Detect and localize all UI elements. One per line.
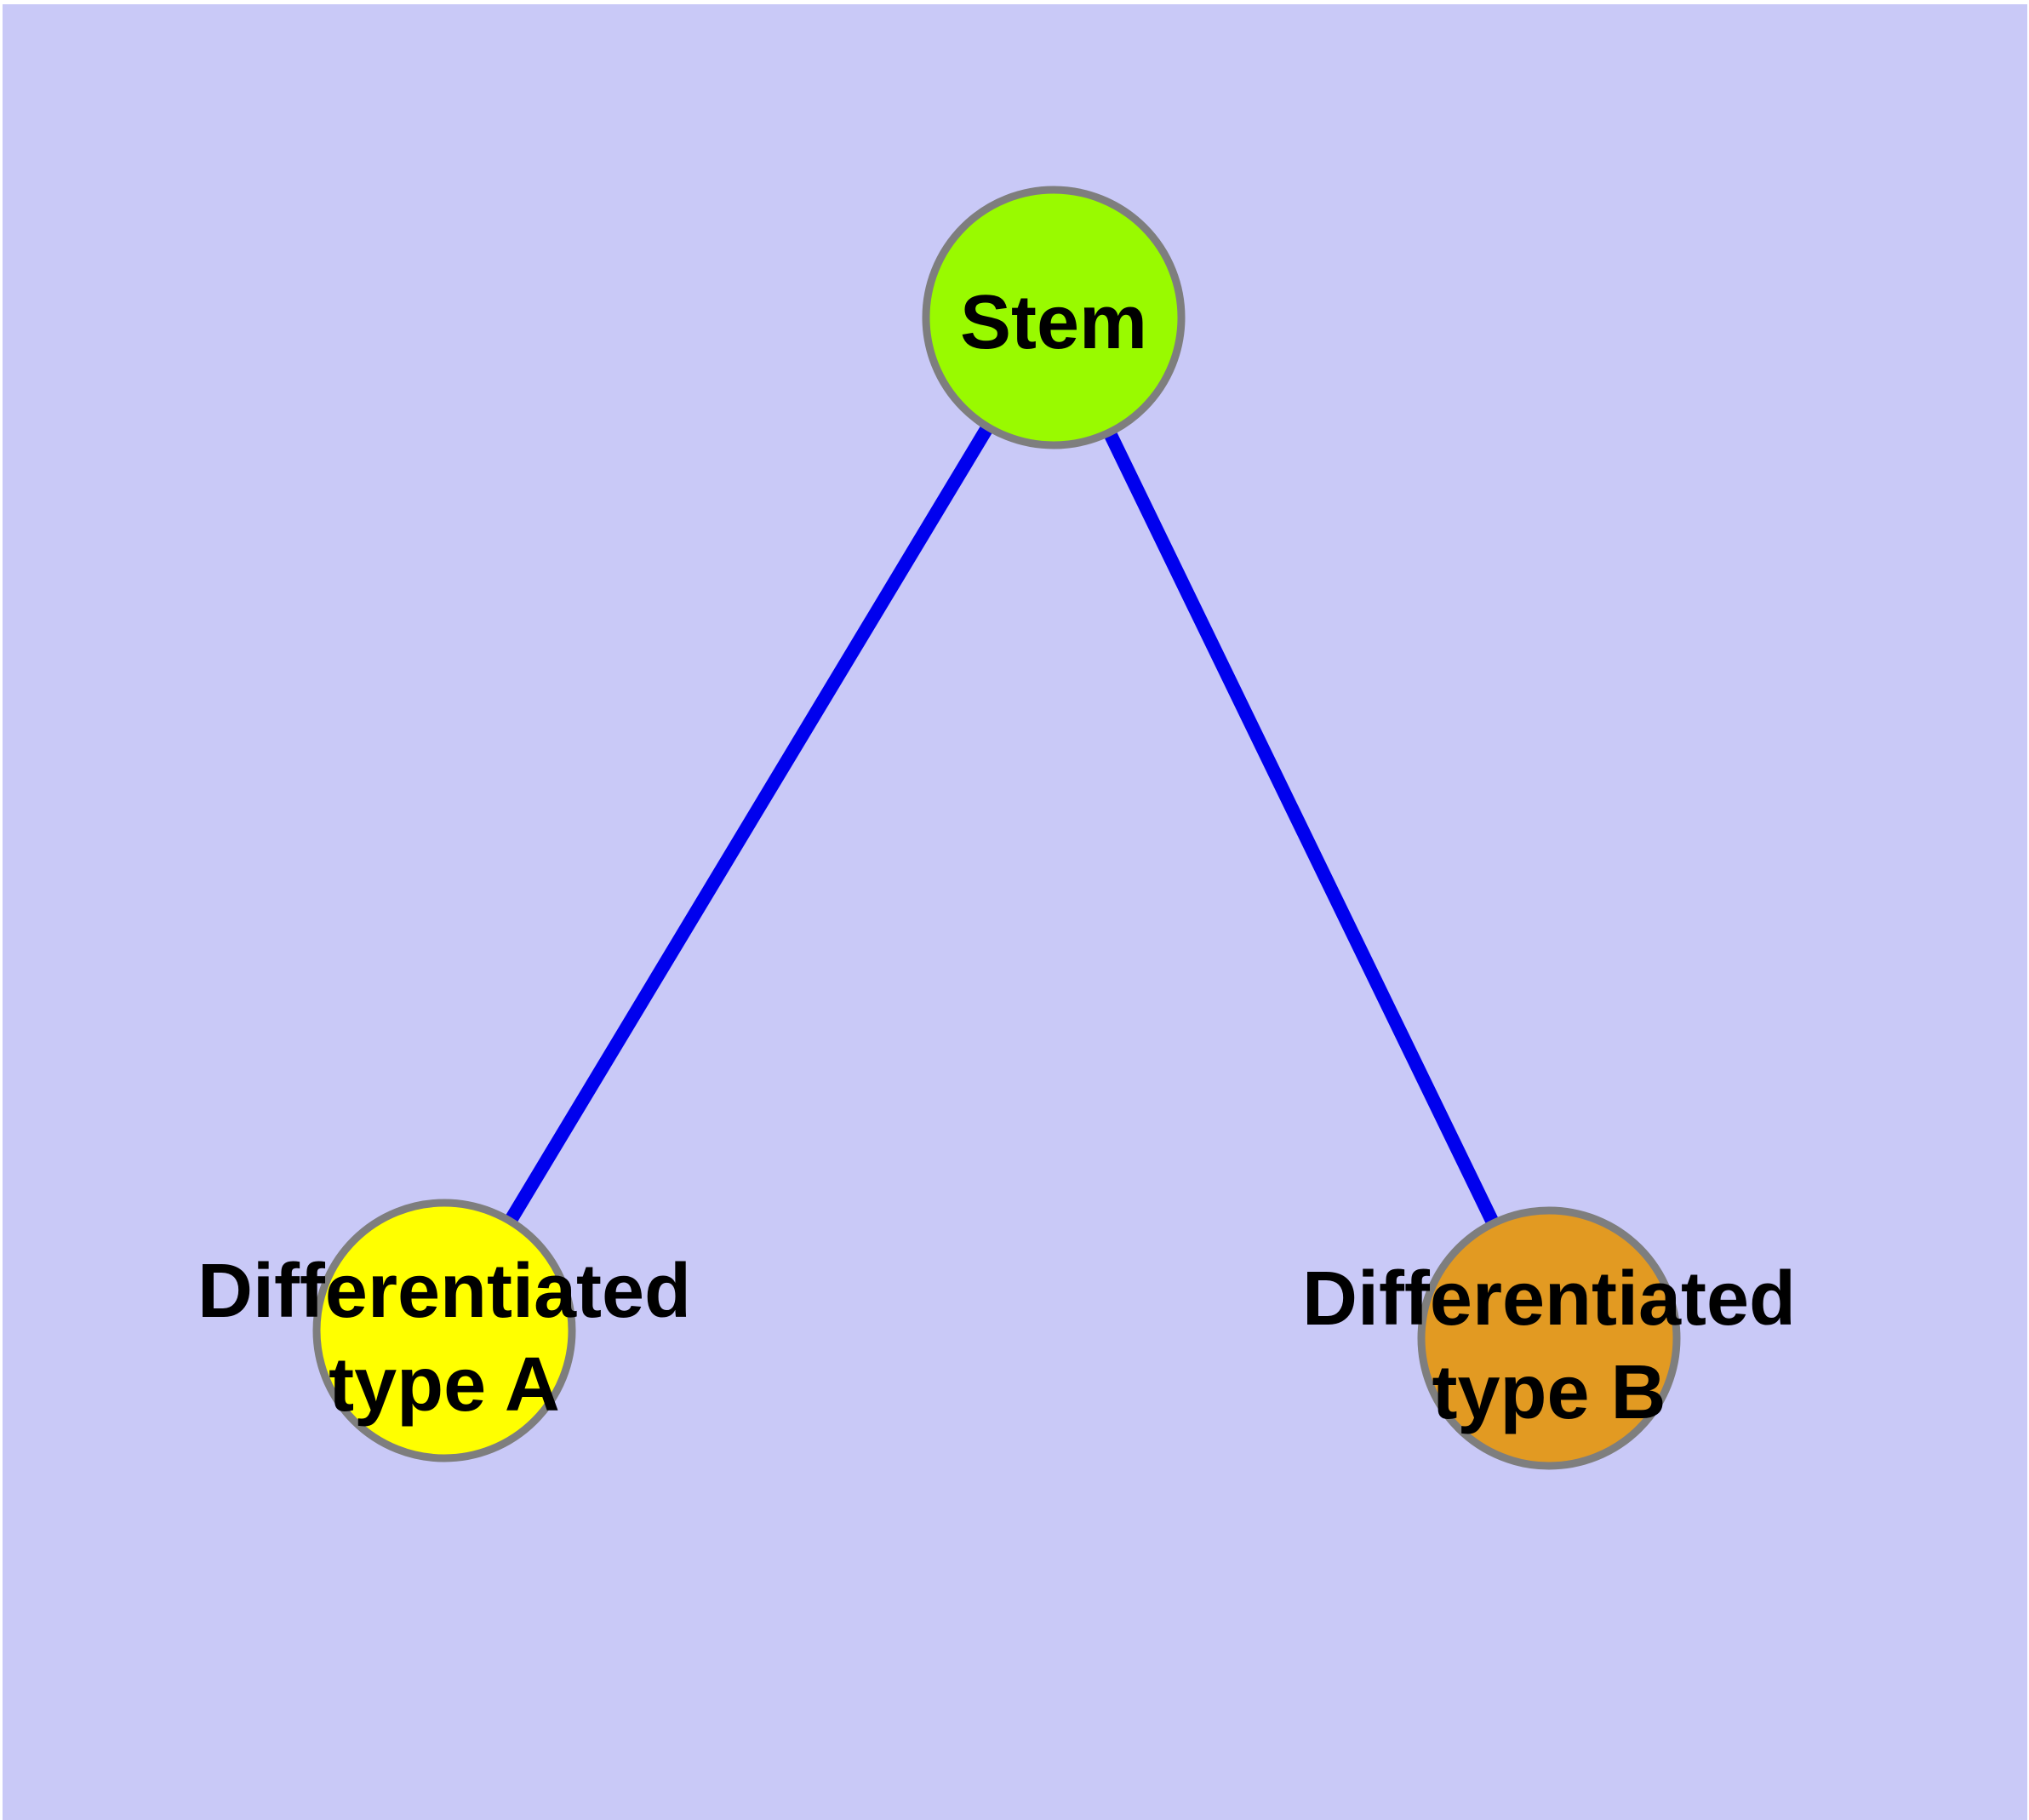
node-type-a-label-line1: Differentiated bbox=[197, 1249, 691, 1334]
node-type-b-label-line2: type B bbox=[1432, 1350, 1666, 1435]
node-type-b-label-line1: Differentiated bbox=[1302, 1256, 1796, 1342]
edge-stem-to-type-b bbox=[1047, 314, 1556, 1342]
node-type-b-circle bbox=[1417, 1206, 1681, 1470]
node-type-a-circle bbox=[312, 1199, 576, 1462]
node-stem-circle bbox=[922, 186, 1186, 449]
edge-stem-to-type-a bbox=[438, 313, 1060, 1335]
node-stem-label: Stem bbox=[960, 280, 1147, 365]
node-type-a-label-line2: type A bbox=[329, 1342, 560, 1428]
